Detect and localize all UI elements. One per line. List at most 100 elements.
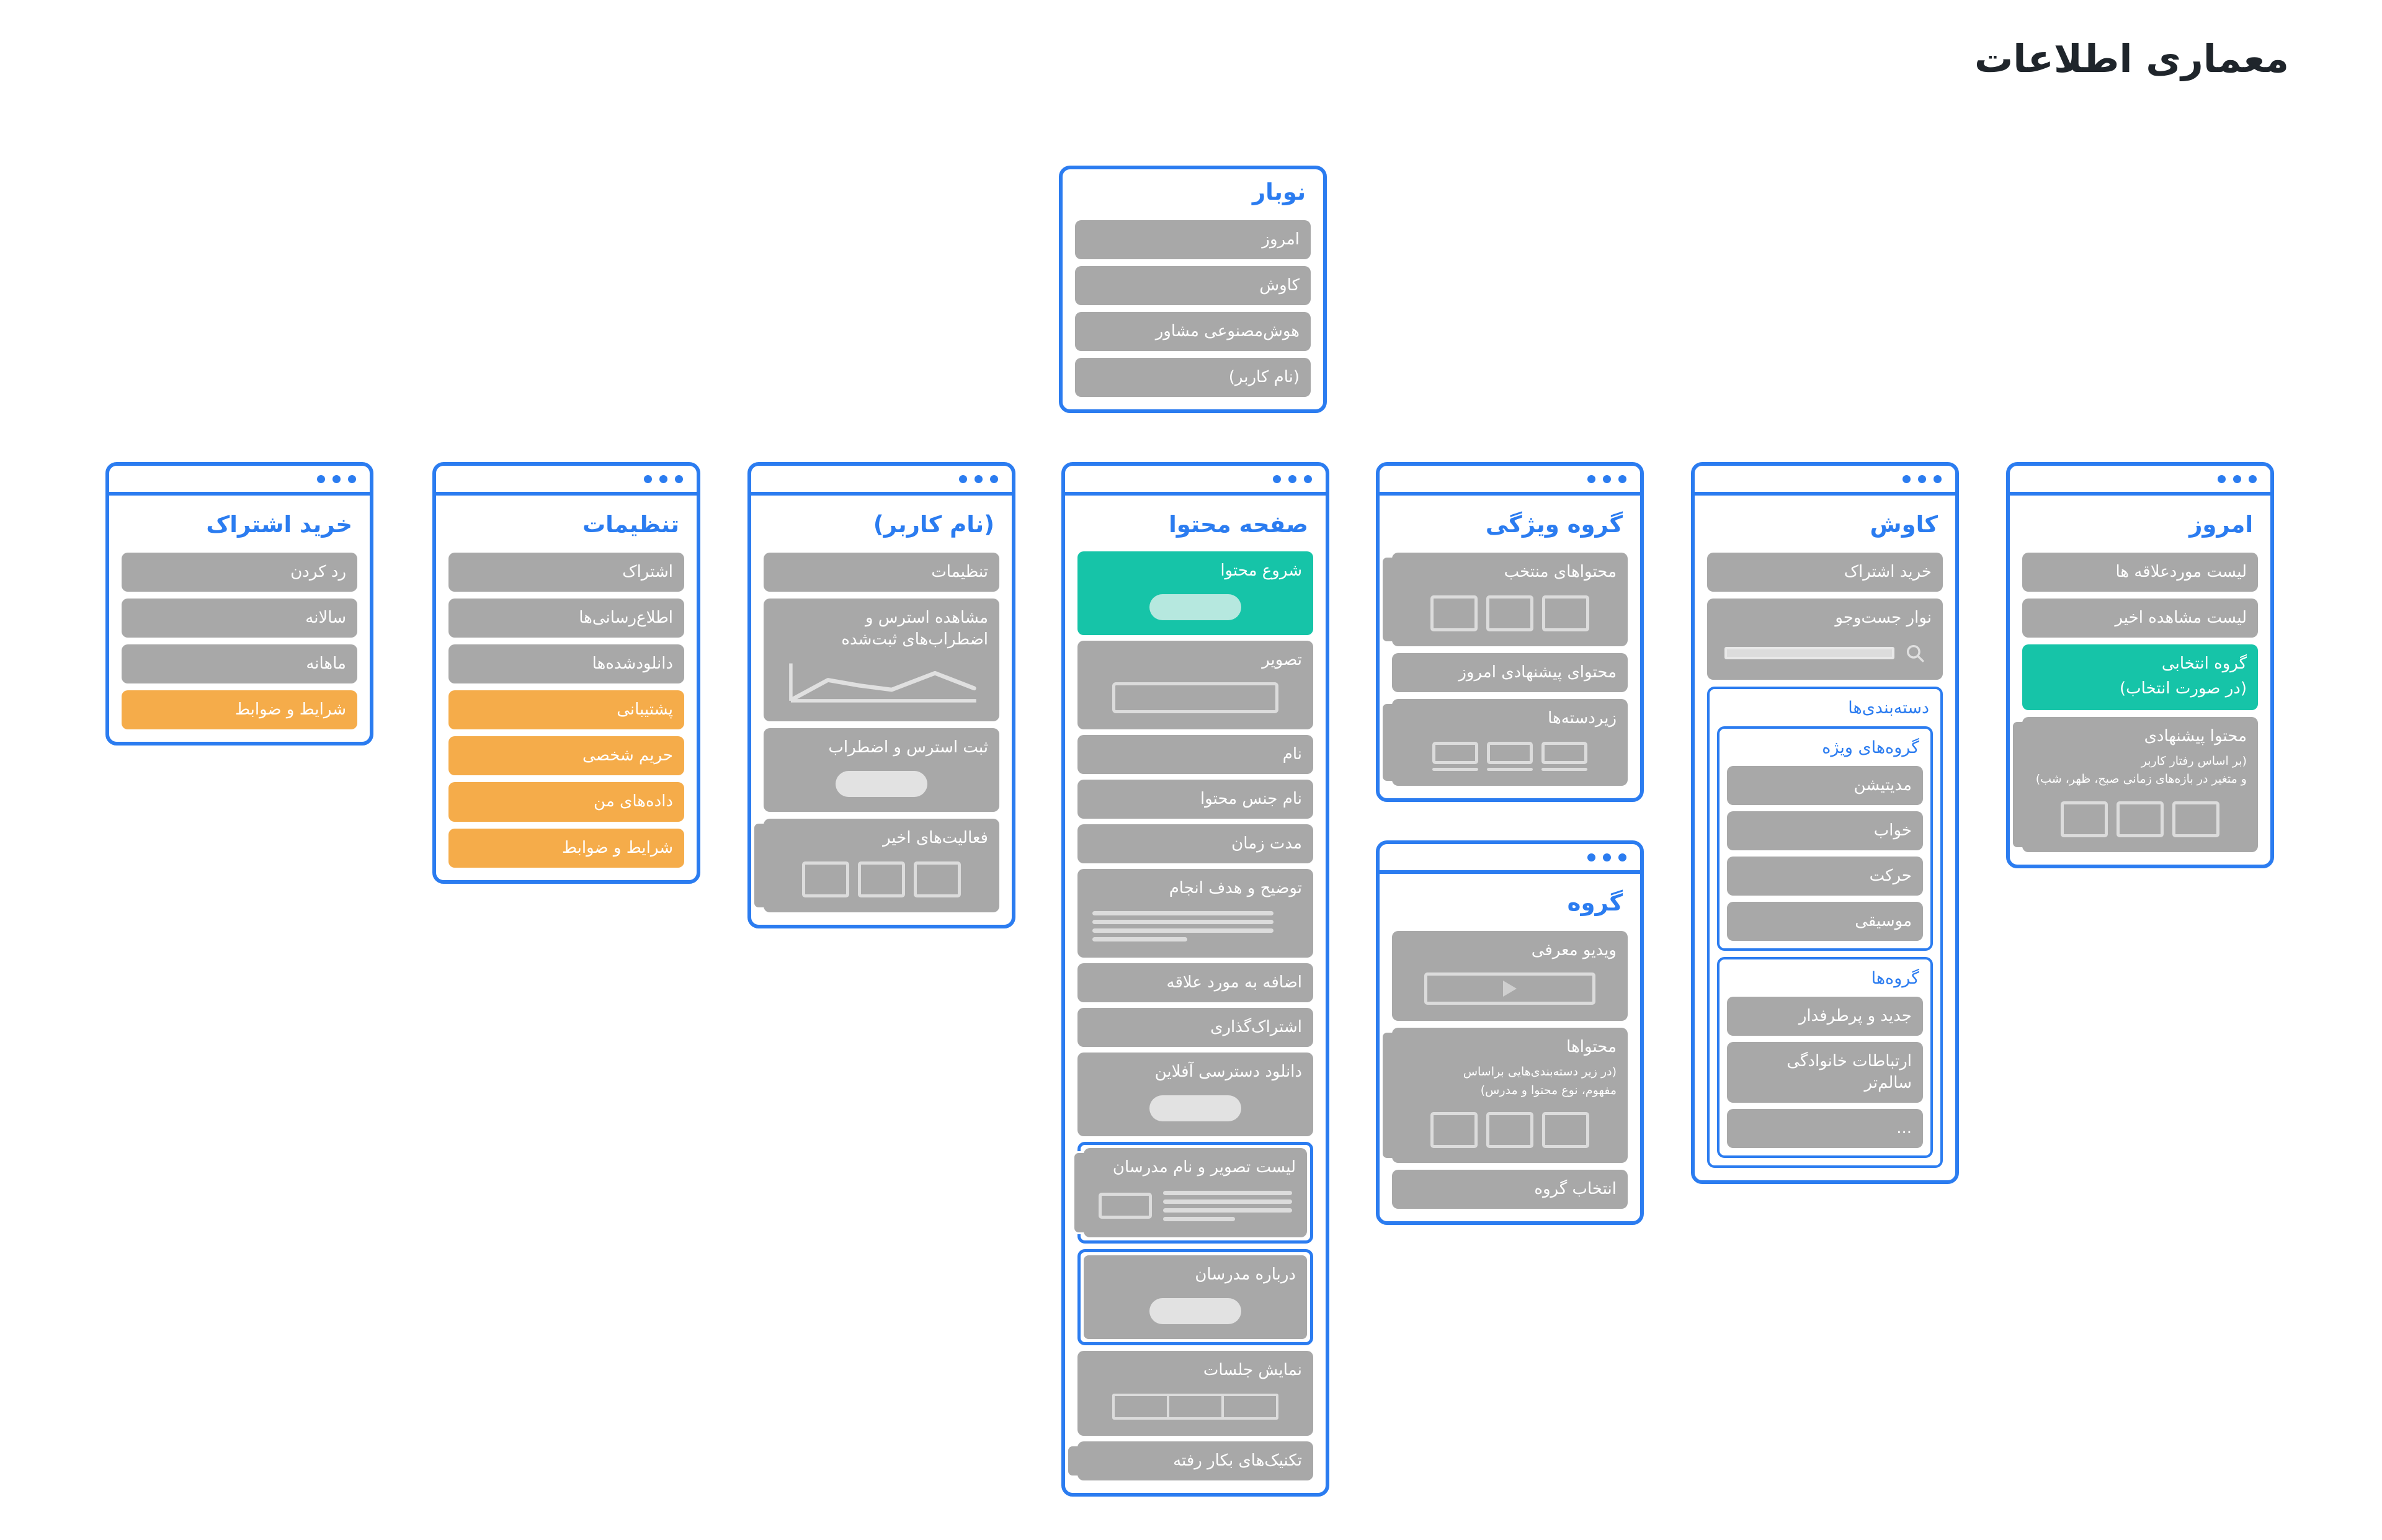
card-user-profile[interactable]: (نام کاربر) تنظیمات مشاهده استرس و اضطرا… <box>747 462 1015 929</box>
item-my-data[interactable]: داده‌های من <box>448 782 684 822</box>
thumbnail[interactable] <box>1542 1112 1589 1149</box>
item-selected-group-sub: (در صورت انتخاب) <box>2120 679 2247 698</box>
item-terms-conditions[interactable]: شرایط و ضوابط <box>122 690 357 730</box>
item-name[interactable]: نام <box>1077 735 1313 775</box>
play-icon <box>1503 981 1517 997</box>
item-content-type-name[interactable]: نام جنس محتوا <box>1077 780 1313 819</box>
log-stress-button[interactable] <box>836 771 927 798</box>
card-body-settings: تنظیمات اشتراک اطلاع‌رسانی‌ها دانلودشده‌… <box>436 496 697 880</box>
item-add-favorite[interactable]: اضافه به مورد علاقه <box>1077 963 1313 1002</box>
item-selected-group[interactable]: گروه انتخابی (در صورت انتخاب) <box>2022 644 2258 710</box>
item-download-offline[interactable]: دانلود دسترسی آفلاین <box>1077 1052 1313 1136</box>
card-feature-group[interactable]: گروه ویژگی محتواهای منتخب محتوای پیشنهاد… <box>1376 462 1644 803</box>
item-search-bar[interactable]: نوار جست‌وجو <box>1707 599 1943 680</box>
video-frame[interactable] <box>1424 973 1595 1005</box>
thumbnail[interactable] <box>1486 1112 1533 1149</box>
about-teachers-button[interactable] <box>1149 1298 1241 1325</box>
search-icon[interactable] <box>1904 643 1925 664</box>
item-monthly[interactable]: ماهانه <box>122 644 357 684</box>
thumbnail[interactable] <box>858 861 905 898</box>
item-subscription[interactable]: اشتراک <box>448 553 684 592</box>
card-title-content-page: صفحه محتوا <box>1169 511 1308 538</box>
teacher-row <box>1099 1190 1292 1221</box>
item-share[interactable]: اشتراک‌گذاری <box>1077 1007 1313 1047</box>
thumbnail[interactable] <box>2061 801 2108 837</box>
search-input[interactable] <box>1724 647 1894 660</box>
item-start-content[interactable]: شروع محتوا <box>1077 551 1313 636</box>
item-privacy[interactable]: حریم شخصی <box>448 736 684 776</box>
group-categories[interactable]: دسته‌بندی‌ها گروه‌های ویژه مدیتیشن خواب … <box>1707 687 1943 1168</box>
thumbnail[interactable] <box>1430 1112 1478 1149</box>
card-body-buy-subscription: خرید اشتراک رد کردن سالانه ماهانه شرایط … <box>109 496 370 742</box>
item-intro-video[interactable]: ویدیو معرفی <box>1392 931 1628 1021</box>
thumbnail[interactable] <box>802 861 849 898</box>
item-subcategories-label: زیردسته‌ها <box>1548 709 1617 728</box>
item-buy-subscription[interactable]: خرید اشتراک <box>1707 553 1943 592</box>
nav-item-explore[interactable]: کاوش <box>1075 266 1311 306</box>
item-teachers-list-highlight[interactable]: لیست تصویر و نام مدرسان <box>1073 1141 1313 1244</box>
item-recently-viewed-list[interactable]: لیست مشاهده اخیر <box>2022 599 2258 638</box>
item-meditation[interactable]: مدیتیشن <box>1727 765 1923 805</box>
item-about-teachers-highlight[interactable]: درباره مدرسان <box>1077 1248 1313 1346</box>
group-groups[interactable]: گروه‌ها جدید و پرطرفدار ارتباطات خانوادگ… <box>1717 956 1933 1158</box>
item-recent-activities[interactable]: فعالیت‌های اخیر <box>752 819 999 913</box>
item-search-bar-label: نوار جست‌وجو <box>1835 608 1932 628</box>
card-group[interactable]: گروه ویدیو معرفی محتواها (در زیر دسته‌بن… <box>1376 840 1644 1226</box>
item-healthier-family-relations[interactable]: ارتباطات خانوادگی سالم‌تر <box>1727 1041 1923 1103</box>
window-chrome-user-profile <box>751 466 1012 496</box>
item-description-goal[interactable]: توضیح و هدف انجام <box>1077 869 1313 958</box>
item-techniques-used-stack[interactable]: تکنیک‌های بکار رفته <box>1066 1441 1313 1481</box>
item-yearly[interactable]: سالانه <box>122 599 357 638</box>
item-downloads[interactable]: دانلودشده‌ها <box>448 644 684 684</box>
nav-item-ai-advisor[interactable]: هوش‌مصنوعی مشاور <box>1075 312 1311 352</box>
skeleton-line <box>1432 768 1478 772</box>
group-special-groups[interactable]: گروه‌های ویژه مدیتیشن خواب حرکت موسیقی <box>1717 726 1933 951</box>
item-select-group[interactable]: انتخاب گروه <box>1392 1170 1628 1209</box>
nav-item-today[interactable]: امروز <box>1075 220 1311 260</box>
item-image[interactable]: تصویر <box>1077 641 1313 730</box>
item-today-suggested-content[interactable]: محتوای پیشنهادی امروز <box>1392 653 1628 693</box>
download-button[interactable] <box>1149 1095 1241 1121</box>
thumbnail[interactable] <box>2172 801 2219 837</box>
thumbnail[interactable] <box>1430 595 1478 632</box>
thumbnail[interactable] <box>1486 595 1533 632</box>
start-content-button[interactable] <box>1149 594 1241 621</box>
item-contents-stack[interactable]: محتواها (در زیر دسته‌بندی‌هایی براساس مف… <box>1381 1028 1628 1164</box>
card-today[interactable]: امروز لیست موردعلاقه ها لیست مشاهده اخیر… <box>2006 462 2274 868</box>
window-chrome-content-page <box>1065 466 1326 496</box>
card-explore[interactable]: کاوش خرید اشتراک نوار جست‌وجو دسته‌بندی‌… <box>1691 462 1959 1184</box>
item-notifications[interactable]: اطلاع‌رسانی‌ها <box>448 599 684 638</box>
search-row[interactable] <box>1724 643 1925 664</box>
item-music[interactable]: موسیقی <box>1727 901 1923 941</box>
thumbnail[interactable] <box>2117 801 2164 837</box>
card-buy-subscription[interactable]: خرید اشتراک رد کردن سالانه ماهانه شرایط … <box>105 462 373 746</box>
item-favorites-list[interactable]: لیست موردعلاقه ها <box>2022 553 2258 592</box>
thumbnail[interactable] <box>1432 742 1478 765</box>
item-subcategories-stack[interactable]: زیردسته‌ها <box>1381 699 1628 786</box>
item-log-stress[interactable]: ثبت استرس و اضطراب <box>764 728 999 812</box>
thumbnail[interactable] <box>1487 742 1533 765</box>
item-movement[interactable]: حرکت <box>1727 856 1923 896</box>
item-selected-contents-stack[interactable]: محتواهای منتخب <box>1381 553 1628 647</box>
item-suggested-content-stack[interactable]: محتوا پیشنهادی (بر اساس رفتار کاربر و مت… <box>2011 716 2258 852</box>
item-settings[interactable]: تنظیمات <box>764 553 999 592</box>
item-suggested-content-label: محتوا پیشنهادی <box>2144 726 2247 746</box>
item-image-label: تصویر <box>1262 651 1302 670</box>
item-contents-sub2: مفهوم، نوع محتوا و مدرس) <box>1480 1083 1617 1097</box>
item-sleep[interactable]: خواب <box>1727 811 1923 850</box>
card-settings[interactable]: تنظیمات اشتراک اطلاع‌رسانی‌ها دانلودشده‌… <box>432 462 700 884</box>
item-duration[interactable]: مدت زمان <box>1077 824 1313 864</box>
nav-item-username[interactable]: (نام کاربر) <box>1075 358 1311 398</box>
thumbnail[interactable] <box>1541 742 1587 765</box>
item-show-sessions[interactable]: نمایش جلسات <box>1077 1351 1313 1436</box>
thumbnail[interactable] <box>1542 595 1589 632</box>
item-terms-conditions[interactable]: شرایط و ضوابط <box>448 828 684 868</box>
item-new-popular[interactable]: جدید و پرطرفدار <box>1727 996 1923 1036</box>
item-more[interactable]: ... <box>1727 1108 1923 1148</box>
card-navbar[interactable]: نوبار امروز کاوش هوش‌مصنوعی مشاور (نام ک… <box>1059 166 1327 414</box>
item-skip[interactable]: رد کردن <box>122 553 357 592</box>
card-content-page[interactable]: صفحه محتوا شروع محتوا تصویر نام نام جنس … <box>1061 462 1329 1497</box>
thumbnail[interactable] <box>914 861 961 898</box>
item-support[interactable]: پشتیبانی <box>448 690 684 730</box>
item-view-stress-log[interactable]: مشاهده استرس و اضطراب‌های ثبت‌شده <box>764 599 999 722</box>
